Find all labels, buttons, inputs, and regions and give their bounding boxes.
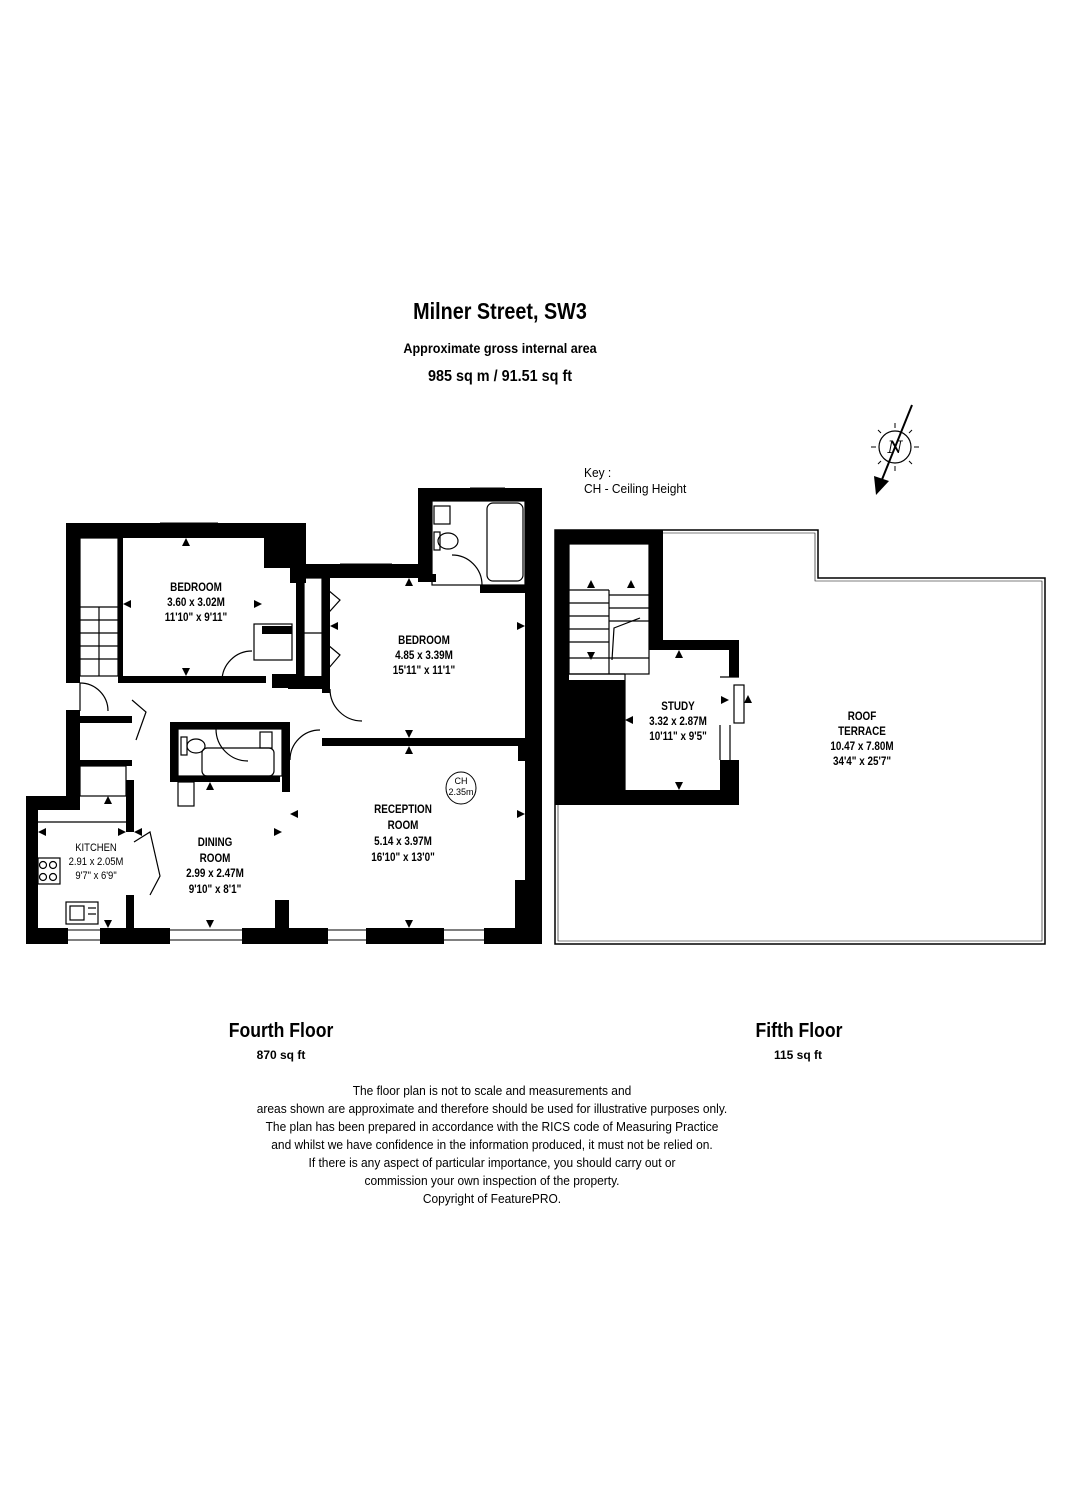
floor-area-fourth: 870 sq ft: [256, 1048, 306, 1062]
room-kitchen: KITCHEN 2.91 x 2.05M 9'7" x 6'9": [68, 842, 124, 882]
roof-terrace-outline: [554, 529, 1046, 945]
fourth-floor-fixtures: [37, 487, 526, 941]
total-area: 985 sq m / 91.51 sq ft: [427, 368, 573, 385]
floor-area-fifth: 115 sq ft: [773, 1048, 823, 1062]
fourth-floor-dimension-arrows: [38, 538, 525, 928]
fifth-floor-walls: [555, 530, 739, 805]
room-study: STUDY 3.32 x 2.87M 10'11" x 9'5": [649, 701, 707, 743]
compass-letter: N: [887, 438, 904, 458]
room-dining: DINING ROOM 2.99 x 2.47M 9'10" x 8'1": [186, 837, 244, 896]
fifth-floor-plan: [554, 529, 1046, 945]
ceiling-height-badge: CH 2.35m: [448, 776, 474, 797]
compass-icon: N: [871, 404, 919, 495]
page-subtitle: Approximate gross internal area: [403, 340, 597, 356]
floor-name-fifth: Fifth Floor: [755, 1020, 843, 1042]
floor-name-fourth: Fourth Floor: [228, 1020, 334, 1042]
fifth-floor-dimension-arrows: [587, 580, 752, 790]
key-legend: Key : CH - Ceiling Height: [584, 465, 686, 497]
room-reception: RECEPTION ROOM 5.14 x 3.97M 16'10" x 13'…: [371, 804, 435, 864]
disclaimer: The floor plan is not to scale and measu…: [256, 1083, 728, 1206]
room-bedroom-1: BEDROOM 3.60 x 3.02M 11'10" x 9'11": [164, 582, 228, 624]
key-label: Key :: [584, 465, 612, 480]
key-item: CH - Ceiling Height: [584, 481, 687, 496]
room-bedroom-2: BEDROOM 4.85 x 3.39M 15'11" x 11'1": [392, 635, 456, 677]
fourth-floor-walls: [26, 488, 542, 944]
room-roof-terrace: ROOF TERRACE 10.47 x 7.80M 34'4" x 25'7": [830, 711, 894, 768]
page-title: Milner Street, SW3: [413, 298, 587, 324]
fourth-floor-plan: [26, 487, 542, 944]
fifth-floor-fixtures: [568, 543, 745, 790]
